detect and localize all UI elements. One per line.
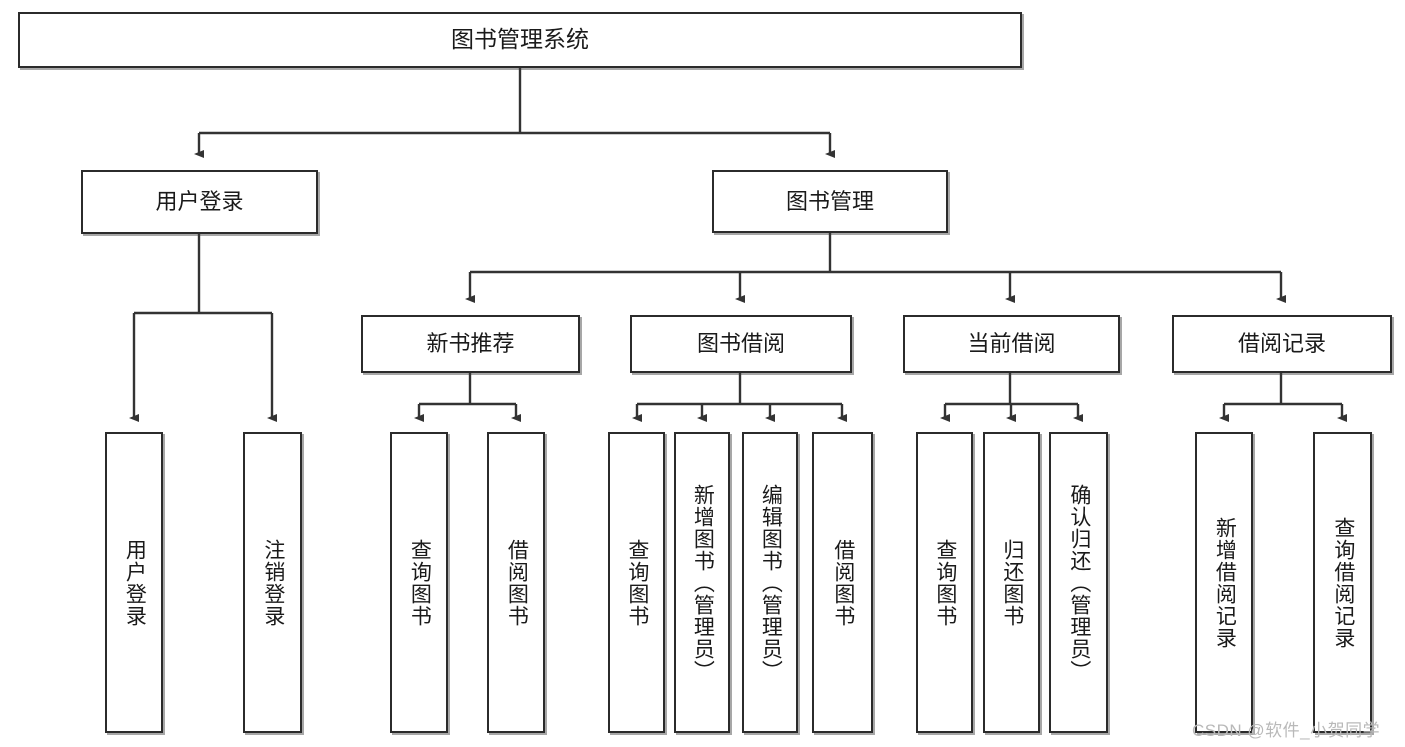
node-current-borrow[interactable]: 当前借阅	[903, 315, 1120, 373]
node-leaf-borrow-book-2[interactable]: 借阅图书	[812, 432, 873, 733]
node-book-manage-label: 图书管理	[785, 188, 874, 214]
node-leaf-add-book-label: 新增图书（管理员）	[691, 483, 715, 682]
node-leaf-query-book-1-label: 查询图书	[408, 538, 432, 627]
node-leaf-confirm-return-label: 确认归还（管理员）	[1067, 483, 1091, 682]
node-new-book-recommend-label: 新书推荐	[426, 331, 515, 357]
node-book-manage[interactable]: 图书管理	[712, 170, 948, 233]
node-leaf-add-record-label: 新增借阅记录	[1213, 516, 1237, 649]
node-user-login-label: 用户登录	[155, 189, 244, 215]
node-leaf-return-book-label: 归还图书	[1000, 538, 1024, 627]
node-leaf-user-login-label: 用户登录	[123, 538, 147, 627]
node-leaf-add-book[interactable]: 新增图书（管理员）	[674, 432, 730, 733]
csdn-watermark: CSDN @软件_小贺同学	[1192, 721, 1381, 740]
node-leaf-query-book-2-label: 查询图书	[625, 538, 649, 627]
node-root-label: 图书管理系统	[451, 26, 589, 53]
node-borrow-record-label: 借阅记录	[1237, 331, 1326, 357]
node-current-borrow-label: 当前借阅	[967, 331, 1056, 357]
node-leaf-query-book-1[interactable]: 查询图书	[390, 432, 448, 733]
node-leaf-query-record-label: 查询借阅记录	[1331, 516, 1355, 649]
node-leaf-confirm-return[interactable]: 确认归还（管理员）	[1049, 432, 1108, 733]
node-leaf-query-record[interactable]: 查询借阅记录	[1313, 432, 1372, 733]
node-leaf-return-book[interactable]: 归还图书	[983, 432, 1040, 733]
node-leaf-query-book-3-label: 查询图书	[933, 538, 957, 627]
node-book-borrow-label: 图书借阅	[696, 331, 785, 357]
node-leaf-borrow-book-1-label: 借阅图书	[505, 538, 529, 627]
node-new-book-recommend[interactable]: 新书推荐	[361, 315, 580, 373]
node-leaf-edit-book-label: 编辑图书（管理员）	[759, 483, 783, 682]
node-book-borrow[interactable]: 图书借阅	[630, 315, 852, 373]
node-user-login[interactable]: 用户登录	[81, 170, 318, 234]
node-root[interactable]: 图书管理系统	[18, 12, 1022, 68]
node-leaf-borrow-book-1[interactable]: 借阅图书	[487, 432, 545, 733]
node-leaf-add-record[interactable]: 新增借阅记录	[1195, 432, 1253, 733]
node-borrow-record[interactable]: 借阅记录	[1172, 315, 1392, 373]
node-leaf-logout[interactable]: 注销登录	[243, 432, 302, 733]
node-leaf-user-login[interactable]: 用户登录	[105, 432, 163, 733]
node-leaf-borrow-book-2-label: 借阅图书	[831, 538, 855, 627]
node-leaf-edit-book[interactable]: 编辑图书（管理员）	[742, 432, 798, 733]
node-leaf-query-book-3[interactable]: 查询图书	[916, 432, 973, 733]
node-leaf-logout-label: 注销登录	[261, 538, 285, 627]
node-leaf-query-book-2[interactable]: 查询图书	[608, 432, 665, 733]
